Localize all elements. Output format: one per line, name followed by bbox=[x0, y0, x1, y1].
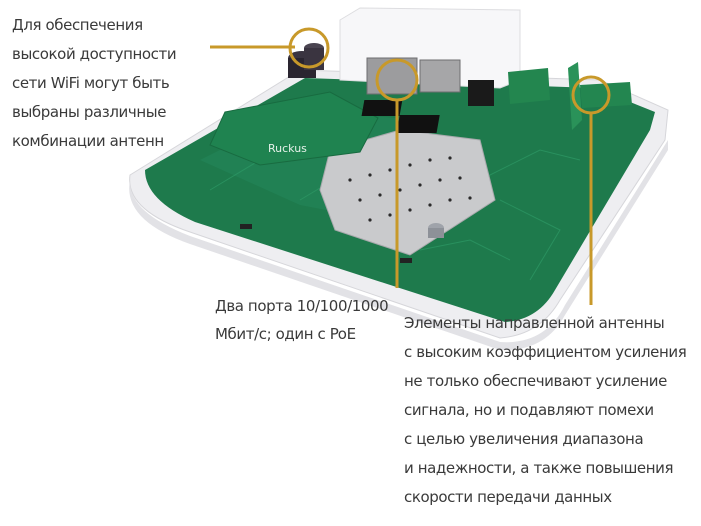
caption-line: Мбит/с; один с PoE bbox=[215, 325, 356, 343]
caption-line: сигнала, но и подавляют помехи bbox=[404, 401, 654, 419]
caption-line: Для обеспечения bbox=[12, 16, 143, 34]
caption-line: скорости передачи данных bbox=[404, 488, 612, 506]
caption-line: комбинации антенн bbox=[12, 132, 164, 150]
caption-line: не только обеспечивают усиление bbox=[404, 372, 667, 390]
caption-line: Элементы направленной антенны bbox=[404, 314, 665, 332]
brand-label: Ruckus bbox=[268, 142, 307, 155]
callout-markers bbox=[210, 27, 611, 305]
callout-antenna-combinations: Для обеспечения высокой доступности сети… bbox=[12, 11, 177, 156]
callout-ethernet-ports: Два порта 10/100/1000 Мбит/с; один с PoE bbox=[215, 292, 389, 348]
callout-directional-antenna: Элементы направленной антенны с высоким … bbox=[404, 309, 687, 512]
antenna-daughterboard bbox=[209, 91, 379, 166]
caption-line: Два порта 10/100/1000 bbox=[215, 297, 389, 315]
caption-line: сети WiFi могут быть bbox=[12, 74, 170, 92]
callout-circle-capacitor bbox=[288, 27, 330, 69]
caption-line: и надежности, а также повышения bbox=[404, 459, 674, 477]
directional-antenna-element bbox=[568, 62, 582, 130]
housing-front-edge bbox=[129, 140, 668, 351]
caption-line: выбраны различные bbox=[12, 103, 167, 121]
caption-line: высокой доступности bbox=[12, 45, 177, 63]
caption-line: с целью увеличения диапазона bbox=[404, 430, 644, 448]
caption-line: с высоким коэффициентом усиления bbox=[404, 343, 687, 361]
